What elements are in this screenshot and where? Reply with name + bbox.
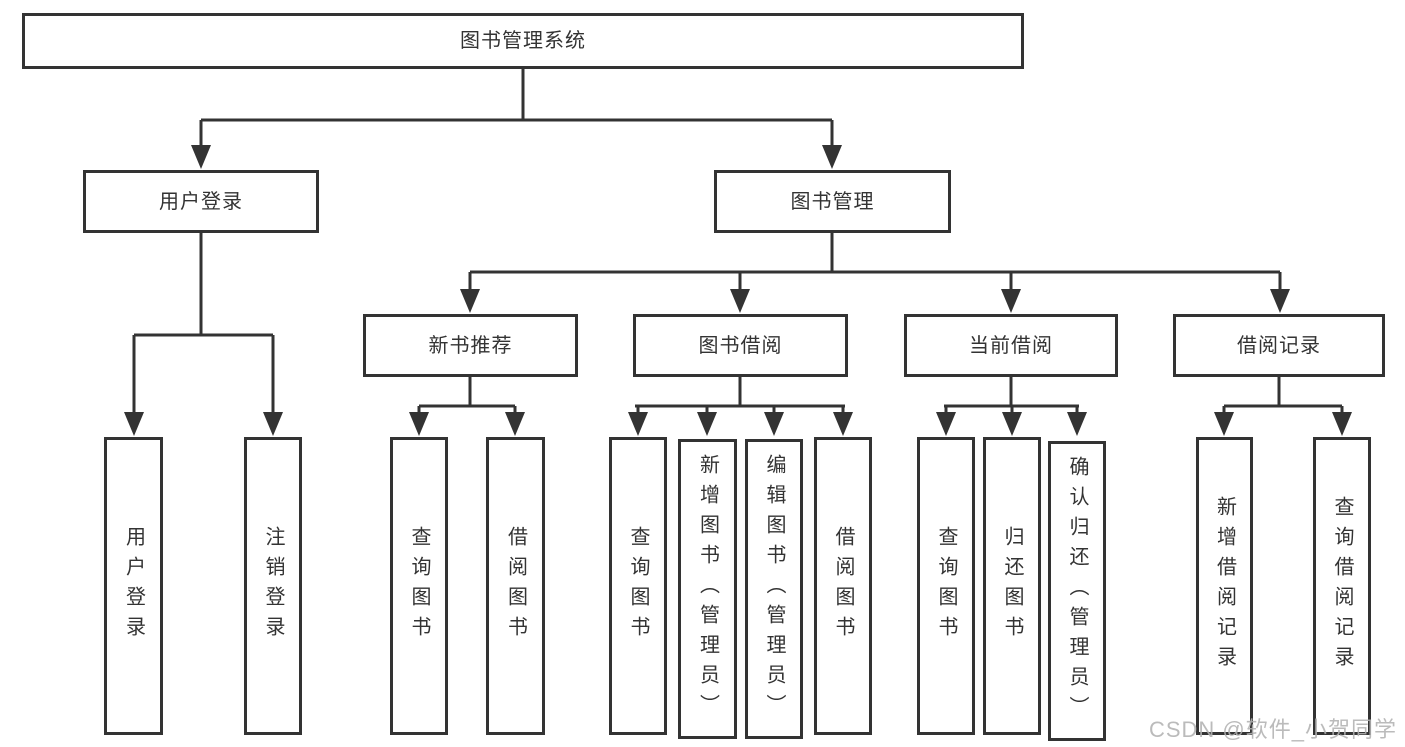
connector-new-book-children	[409, 377, 525, 436]
leaf-record-query-borrow-record: 查询借阅记录	[1313, 437, 1371, 735]
node-current-borrow: 当前借阅	[904, 314, 1118, 377]
leaf-borrow-query-books: 查询图书	[609, 437, 667, 735]
leaf-current-return-books: 归还图书	[983, 437, 1041, 735]
leaf-newbook-borrow-books: 借阅图书	[486, 437, 545, 735]
node-book-management: 图书管理	[714, 170, 951, 233]
connector-user-login-children	[124, 233, 283, 436]
connector-borrow-record-children	[1214, 377, 1352, 436]
csdn-watermark: CSDN @软件_小贺同学	[1148, 717, 1397, 742]
connector-book-management-children	[460, 233, 1290, 313]
leaf-current-query-books: 查询图书	[917, 437, 975, 735]
leaf-borrow-add-books-admin: 新增图书（管理员）	[678, 439, 737, 739]
leaf-borrow-edit-books-admin: 编辑图书（管理员）	[745, 439, 803, 739]
connector-root-to-level2	[191, 69, 842, 169]
connector-current-borrow-children	[936, 377, 1087, 436]
node-borrow-record: 借阅记录	[1173, 314, 1385, 377]
node-book-borrow: 图书借阅	[633, 314, 848, 377]
node-new-book-recommend: 新书推荐	[363, 314, 578, 377]
leaf-user-login: 用户登录	[104, 437, 163, 735]
node-user-login: 用户登录	[83, 170, 319, 233]
leaf-logout: 注销登录	[244, 437, 302, 735]
leaf-newbook-query-books: 查询图书	[390, 437, 448, 735]
node-root-library-management-system: 图书管理系统	[22, 13, 1024, 69]
connector-book-borrow-children	[628, 377, 853, 436]
leaf-borrow-borrow-books: 借阅图书	[814, 437, 872, 735]
leaf-current-confirm-return-admin: 确认归还（管理员）	[1048, 441, 1106, 741]
leaf-record-add-borrow-record: 新增借阅记录	[1196, 437, 1253, 735]
